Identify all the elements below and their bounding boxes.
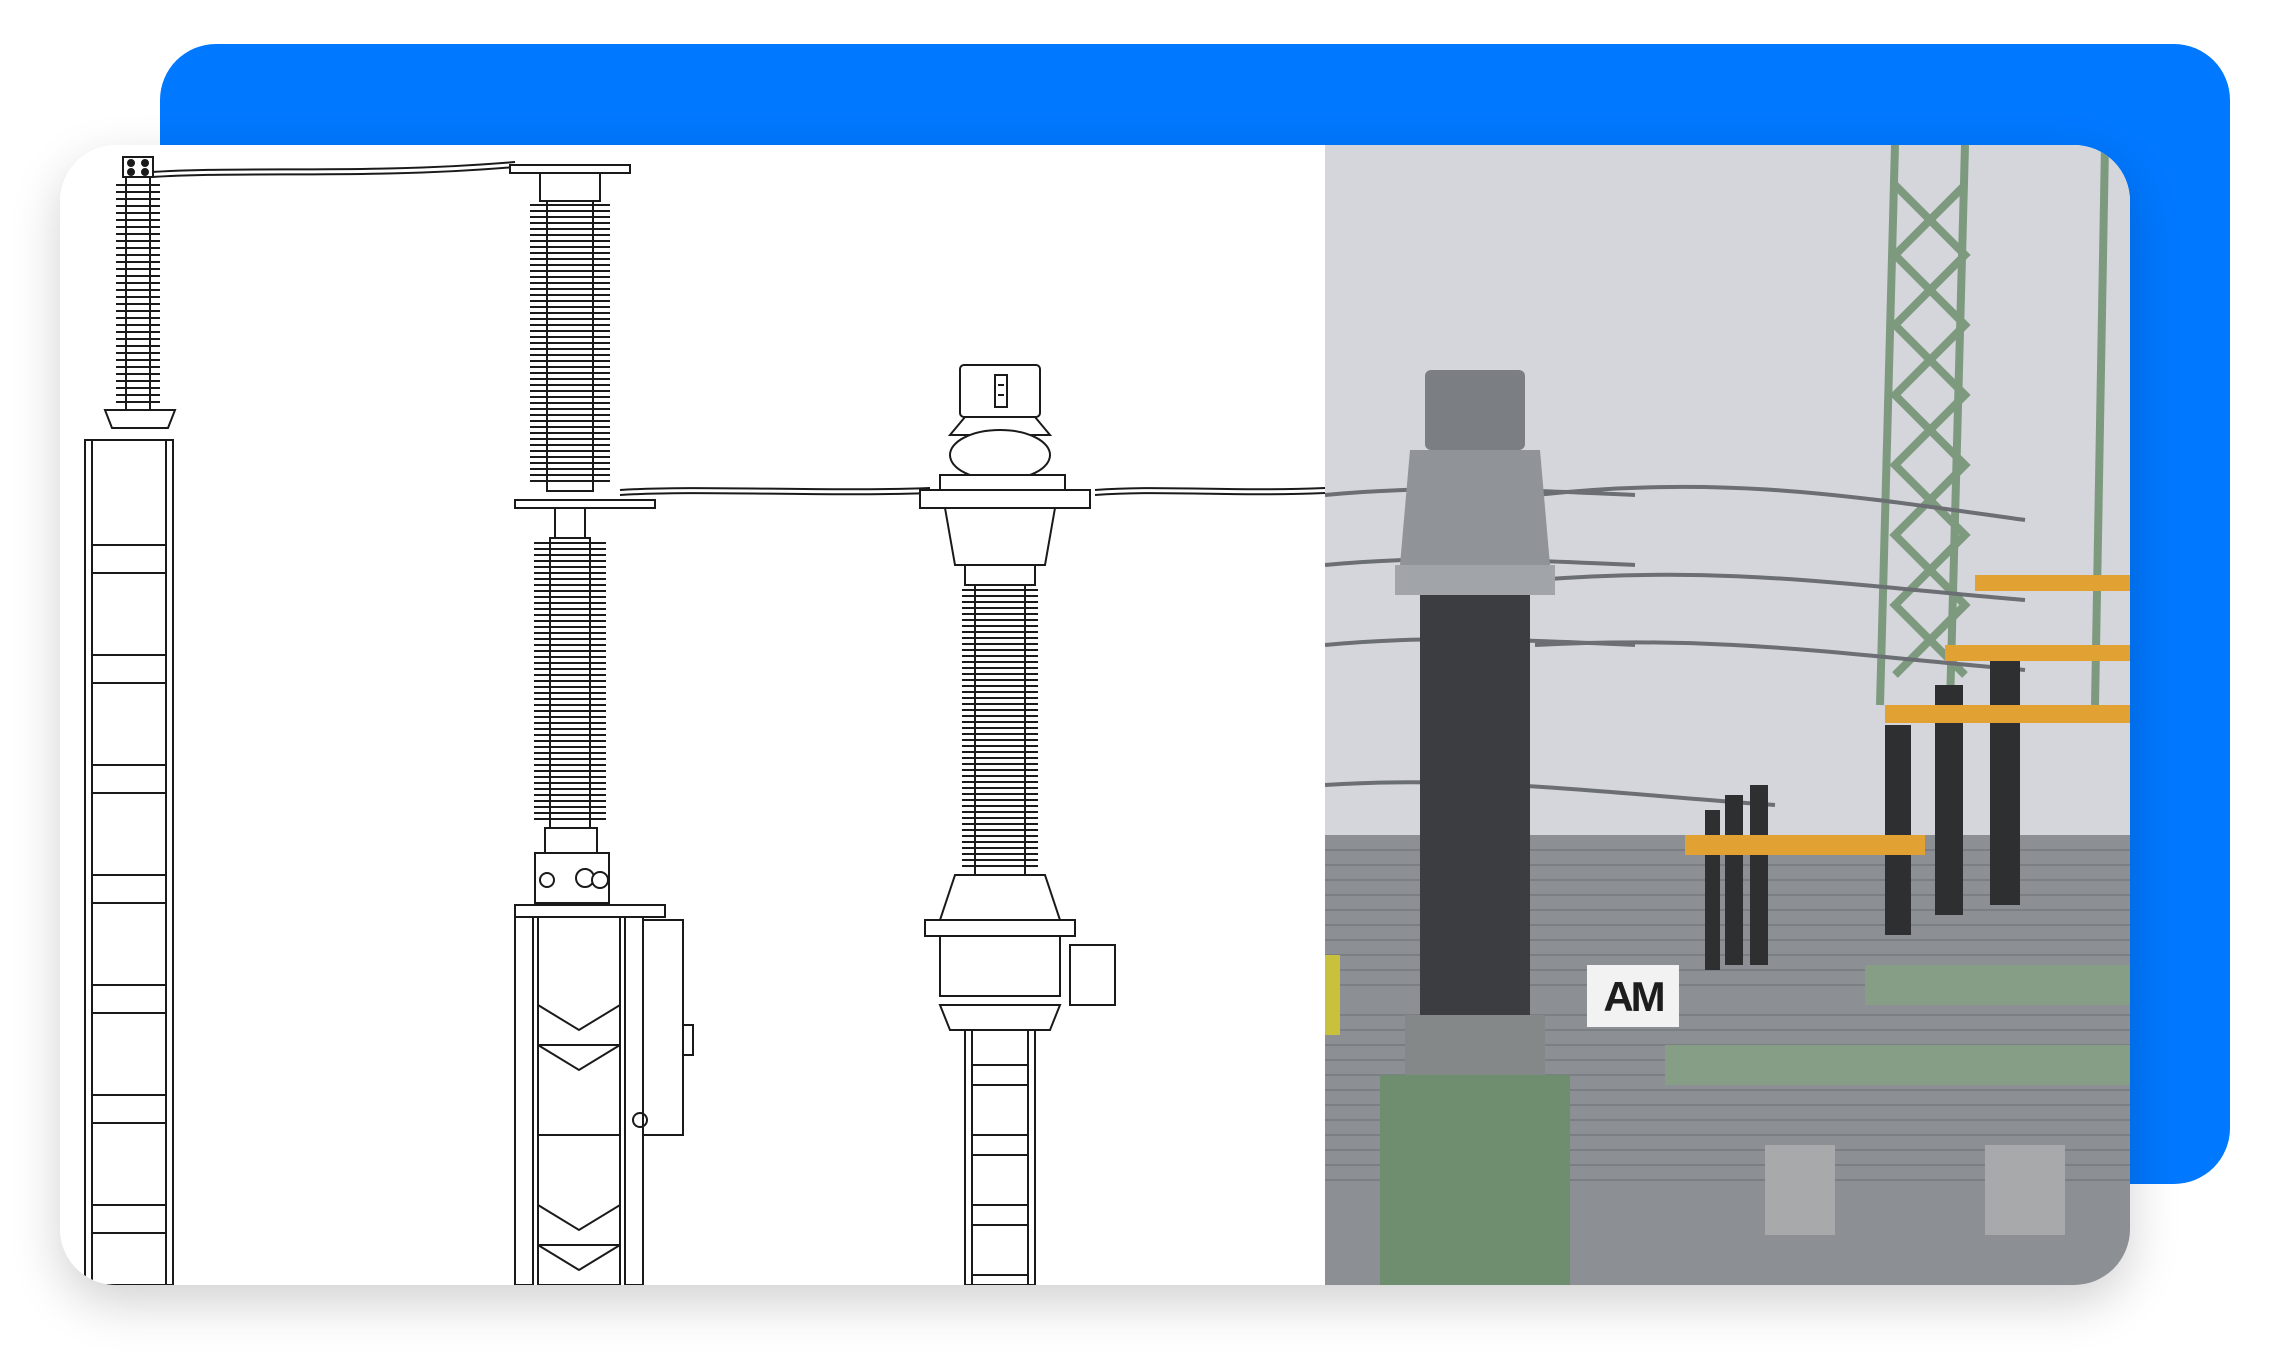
image-card: AM <box>60 145 2130 1285</box>
photo-current-transformer <box>1380 370 1570 1285</box>
top-conductor <box>137 166 516 179</box>
technical-drawing-panel <box>60 145 1325 1285</box>
photo-surge-arresters <box>1665 575 2130 1235</box>
substation-photo: AM <box>1325 145 2130 1285</box>
line-drawing <box>84 156 1325 1285</box>
surge-arrester-left <box>122 156 154 413</box>
middle-conductor <box>619 492 931 496</box>
logo-sign <box>1587 965 1679 1027</box>
voltage-transformer-right <box>919 364 1091 876</box>
current-transformer-middle <box>509 164 656 904</box>
frame-support-middle <box>514 904 694 1285</box>
building-logo-text: AM <box>1603 973 1665 1020</box>
lattice-support-left <box>84 409 177 1285</box>
base-support-right <box>924 874 1116 1285</box>
steel-lattice-tower <box>1876 145 2109 706</box>
